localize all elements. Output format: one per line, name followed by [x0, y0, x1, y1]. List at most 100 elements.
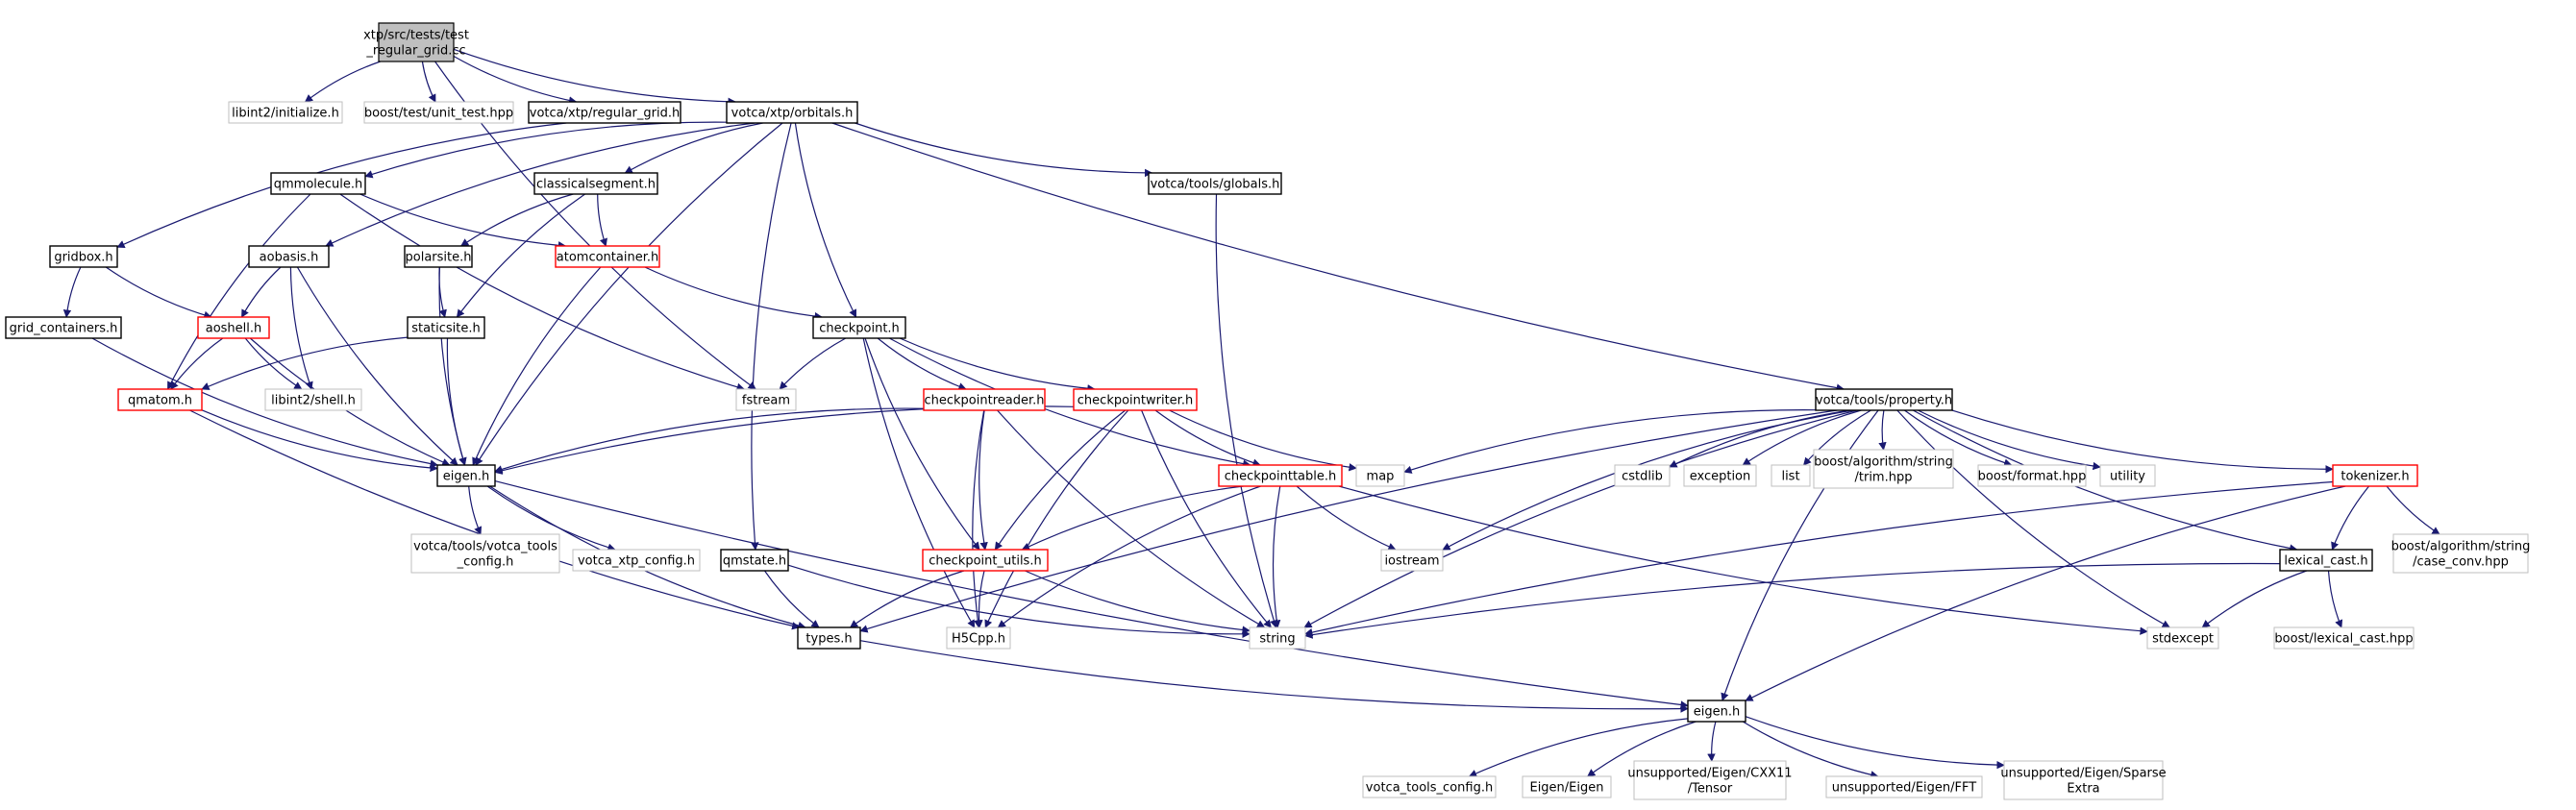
- edge-classicalsegment-to-polarsite: [460, 193, 574, 247]
- node-classicalsegment[interactable]: classicalsegment.h: [533, 172, 658, 195]
- edge-property-to-boost_format: [1904, 409, 2013, 467]
- node-box-votca_tools_config: [410, 533, 560, 574]
- node-box-libint_init: [228, 101, 343, 124]
- node-box-root: [378, 22, 455, 62]
- node-root[interactable]: xtp/src/tests/test_regular_grid.cc: [363, 22, 469, 62]
- edge-checkpoint-to-checkpointreader: [877, 337, 967, 391]
- node-utility: utility: [2099, 464, 2156, 487]
- node-checkpointwriter[interactable]: checkpointwriter.h: [1073, 388, 1198, 411]
- edge-property-to-stdexcept: [1896, 409, 2170, 628]
- node-eigen_tools[interactable]: eigen.h: [1687, 700, 1746, 723]
- node-label-libint_shell: libint2/shell.h: [271, 394, 356, 408]
- node-label-eigen_xtp: eigen.h: [443, 470, 489, 484]
- node-eigen_xtp[interactable]: eigen.h: [436, 464, 496, 487]
- node-box-orbitals: [726, 101, 858, 124]
- node-qmatom[interactable]: qmatom.h: [117, 388, 203, 411]
- node-qmmolecule[interactable]: qmmolecule.h: [270, 172, 366, 195]
- node-box-staticsite: [407, 316, 485, 339]
- node-box-types: [797, 626, 861, 650]
- edge-eigen_xtp-to-votca_xtp_config: [486, 485, 616, 552]
- node-box-qmstate: [720, 549, 789, 572]
- node-aoshell[interactable]: aoshell.h: [197, 316, 270, 339]
- node-checkpointtable[interactable]: checkpointtable.h: [1218, 464, 1343, 487]
- node-box-boost_unit: [363, 101, 514, 124]
- node-label-checkpoint_utils: checkpoint_utils.h: [929, 554, 1041, 569]
- node-lexical_cast_h[interactable]: lexical_cast.h: [2279, 549, 2373, 572]
- edge-atomcontainer-to-eigen_xtp: [472, 266, 602, 466]
- node-globals[interactable]: votca/tools/globals.h: [1148, 172, 1282, 195]
- edge-eigen_xtp-to-eigen_tools: [494, 480, 1689, 709]
- edge-atomcontainer-to-checkpoint: [644, 266, 823, 321]
- node-label-qmmolecule: qmmolecule.h: [274, 178, 363, 192]
- node-atomcontainer[interactable]: atomcontainer.h: [555, 245, 660, 268]
- node-votca_tools_config: votca/tools/votca_tools_config.h: [410, 533, 560, 574]
- edge-checkpoint-to-h5cpp: [862, 337, 976, 628]
- edge-root-to-regular_grid: [453, 55, 578, 105]
- node-checkpoint[interactable]: checkpoint.h: [812, 316, 906, 339]
- edge-gridbox-to-aoshell: [105, 266, 212, 319]
- node-label-root: _regular_grid.cc: [365, 44, 465, 59]
- node-label-grid_containers: grid_containers.h: [10, 322, 118, 336]
- node-box-eigen_xtp: [436, 464, 496, 487]
- node-property[interactable]: votca/tools/property.h: [1815, 388, 1953, 411]
- node-box-atomcontainer: [555, 245, 660, 268]
- node-box-iostream: [1380, 549, 1444, 572]
- node-box-polarsite: [404, 245, 473, 268]
- node-gridbox[interactable]: gridbox.h: [49, 245, 118, 268]
- node-box-fstream: [735, 388, 797, 411]
- node-box-qmmolecule: [270, 172, 366, 195]
- node-map: map: [1355, 464, 1405, 487]
- node-eigen_eigen: Eigen/Eigen: [1522, 775, 1612, 798]
- node-label-boost_case_conv: /case_conv.hpp: [2413, 555, 2509, 570]
- node-tensor: unsupported/Eigen/CXX11/Tensor: [1627, 760, 1793, 800]
- node-polarsite[interactable]: polarsite.h: [404, 245, 473, 268]
- node-label-qmstate: qmstate.h: [723, 554, 786, 569]
- edge-checkpointwriter-to-map: [1169, 409, 1357, 472]
- node-label-staticsite: staticsite.h: [411, 322, 481, 336]
- node-vt_config2: votca_tools_config.h: [1362, 775, 1497, 798]
- edge-qmstate-to-string: [787, 564, 1251, 638]
- node-box-qmatom: [117, 388, 203, 411]
- node-aobasis[interactable]: aobasis.h: [248, 245, 330, 268]
- edge-lexical_cast_h-to-string: [1304, 562, 2281, 639]
- edge-checkpointwriter-to-h5cpp: [984, 409, 1129, 628]
- node-checkpoint_utils[interactable]: checkpoint_utils.h: [922, 549, 1049, 572]
- node-checkpointreader[interactable]: checkpointreader.h: [923, 388, 1046, 411]
- node-libint_init: libint2/initialize.h: [228, 101, 343, 124]
- node-label-qmatom: qmatom.h: [128, 394, 192, 408]
- edge-checkpoint_utils-to-types: [849, 570, 965, 628]
- node-label-stdexcept: stdexcept: [2152, 632, 2214, 647]
- node-label-checkpointwriter: checkpointwriter.h: [1077, 394, 1193, 408]
- node-boost_trim: boost/algorithm/string/trim.hpp: [1813, 449, 1954, 489]
- node-regular_grid[interactable]: votca/xtp/regular_grid.h: [528, 101, 681, 124]
- edge-property-to-eigen_tools: [1721, 409, 1879, 701]
- edge-checkpoint_utils-to-h5cpp: [975, 570, 985, 628]
- node-label-boost_lexical_cast: boost/lexical_cast.hpp: [2274, 632, 2413, 647]
- node-label-aobasis: aobasis.h: [260, 251, 319, 265]
- edge-aoshell-to-qmatom: [170, 337, 224, 390]
- edge-property-to-exception: [1742, 409, 1862, 466]
- node-box-fft: [1825, 775, 1983, 798]
- edge-checkpointreader-to-eigen_xtp: [494, 407, 925, 474]
- node-label-classicalsegment: classicalsegment.h: [536, 178, 656, 192]
- node-qmstate[interactable]: qmstate.h: [720, 549, 789, 572]
- node-types[interactable]: types.h: [797, 626, 861, 650]
- edge-root-to-boost_unit: [421, 61, 436, 103]
- node-tokenizer[interactable]: tokenizer.h: [2332, 464, 2418, 487]
- node-box-boost_format: [1977, 464, 2087, 487]
- edge-checkpoint-to-checkpoint_utils: [864, 337, 980, 551]
- node-staticsite[interactable]: staticsite.h: [407, 316, 485, 339]
- node-label-sparse_extra: Extra: [2067, 782, 2099, 797]
- node-box-vt_config2: [1362, 775, 1497, 798]
- edge-checkpointwriter-to-string: [1141, 409, 1272, 628]
- node-votca_xtp_config: votca_xtp_config.h: [572, 549, 701, 572]
- edge-checkpoint-to-fstream: [779, 337, 847, 390]
- node-orbitals[interactable]: votca/xtp/orbitals.h: [726, 101, 858, 124]
- node-label-root: xtp/src/tests/test: [363, 29, 469, 43]
- dependency-edges: [62, 48, 2440, 779]
- node-list: list: [1771, 464, 1811, 487]
- node-grid_containers[interactable]: grid_containers.h: [5, 316, 122, 339]
- edge-checkpointtable-to-h5cpp: [997, 485, 1261, 628]
- node-label-fstream: fstream: [742, 394, 790, 408]
